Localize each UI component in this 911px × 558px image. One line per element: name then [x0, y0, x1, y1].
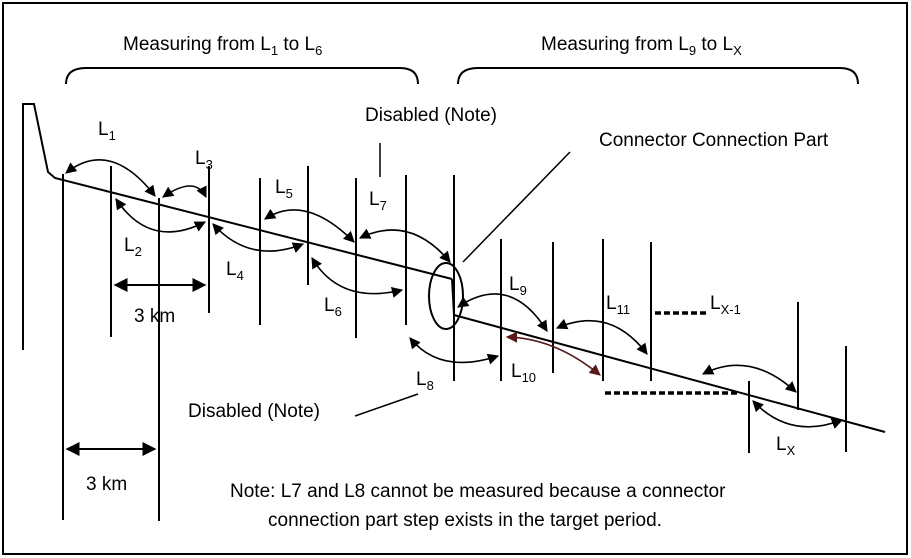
- disabled-bottom-leader: [354, 393, 419, 417]
- distance-label-mid: 3 km: [134, 306, 175, 327]
- label-l8: L8: [416, 369, 434, 393]
- note-line-1: Note: L7 and L8 cannot be measured becau…: [230, 481, 726, 502]
- left-brace: [65, 67, 419, 85]
- note-line-2: connection part step exists in the targe…: [268, 510, 662, 531]
- span-arrow-l10: [505, 331, 601, 376]
- label-l3: L3: [195, 148, 213, 172]
- header-right: Measuring from L9 to LX: [541, 34, 742, 58]
- label-l1: L1: [98, 119, 116, 143]
- distance-label-bottom: 3 km: [86, 474, 127, 495]
- span-arrows: [65, 159, 844, 429]
- connector-ellipse: [428, 262, 464, 330]
- label-l11: L11: [606, 293, 630, 317]
- disabled-top-label: Disabled (Note): [365, 105, 497, 126]
- disabled-bottom-label: Disabled (Note): [188, 401, 320, 422]
- header-left: Measuring from L1 to L6: [123, 34, 322, 58]
- fiber-trace-segment-1: [22, 103, 453, 350]
- label-l4: L4: [226, 259, 244, 283]
- label-l9: L9: [509, 274, 527, 298]
- label-lx: LX: [776, 434, 796, 458]
- right-brace: [457, 67, 859, 85]
- label-lx-1: LX-1: [710, 293, 741, 317]
- label-l5: L5: [275, 177, 293, 201]
- label-l7: L7: [369, 189, 387, 213]
- connector-leader-line: [462, 151, 571, 263]
- connector-label: Connector Connection Part: [599, 130, 829, 151]
- label-l6: L6: [324, 295, 342, 319]
- label-l10: L10: [511, 361, 536, 385]
- markers-section-1: [62, 166, 455, 521]
- label-l2: L2: [124, 235, 142, 259]
